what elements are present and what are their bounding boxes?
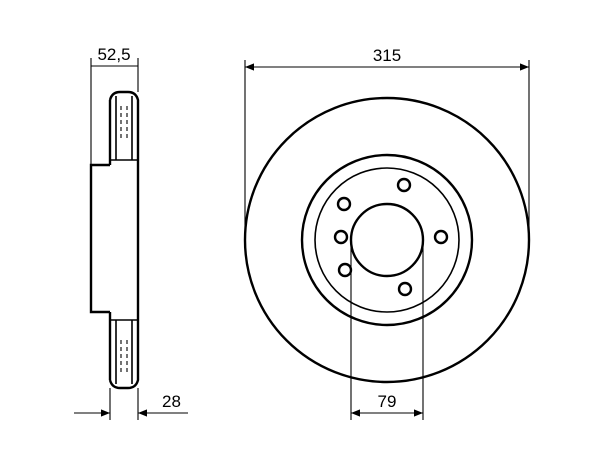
front-view: 315 79 [243, 46, 531, 420]
cooling-vent-bottom [120, 340, 128, 374]
dim-label-center-bore: 79 [378, 392, 397, 411]
dim-label-outer-diameter: 315 [373, 46, 401, 65]
bolt-hole [337, 262, 353, 278]
ring-inner-edges [110, 96, 138, 384]
outer-disc-edge [243, 96, 531, 384]
bolt-hole [433, 229, 449, 245]
hub-hat-outline [89, 163, 110, 314]
dim-label-overall-height: 52,5 [97, 45, 130, 64]
center-bore [349, 202, 425, 278]
bolt-pattern-circle [314, 167, 460, 313]
friction-ring-outline [108, 90, 140, 390]
bolt-hole [336, 196, 352, 212]
dim-label-disc-thickness: 28 [162, 392, 181, 411]
bolt-hole [333, 229, 349, 245]
bolt-hole [397, 281, 413, 297]
bolt-hole [396, 177, 412, 193]
cooling-vent-top [120, 106, 128, 140]
side-view: 52,5 28 [74, 45, 188, 420]
hub-circle [300, 153, 474, 327]
